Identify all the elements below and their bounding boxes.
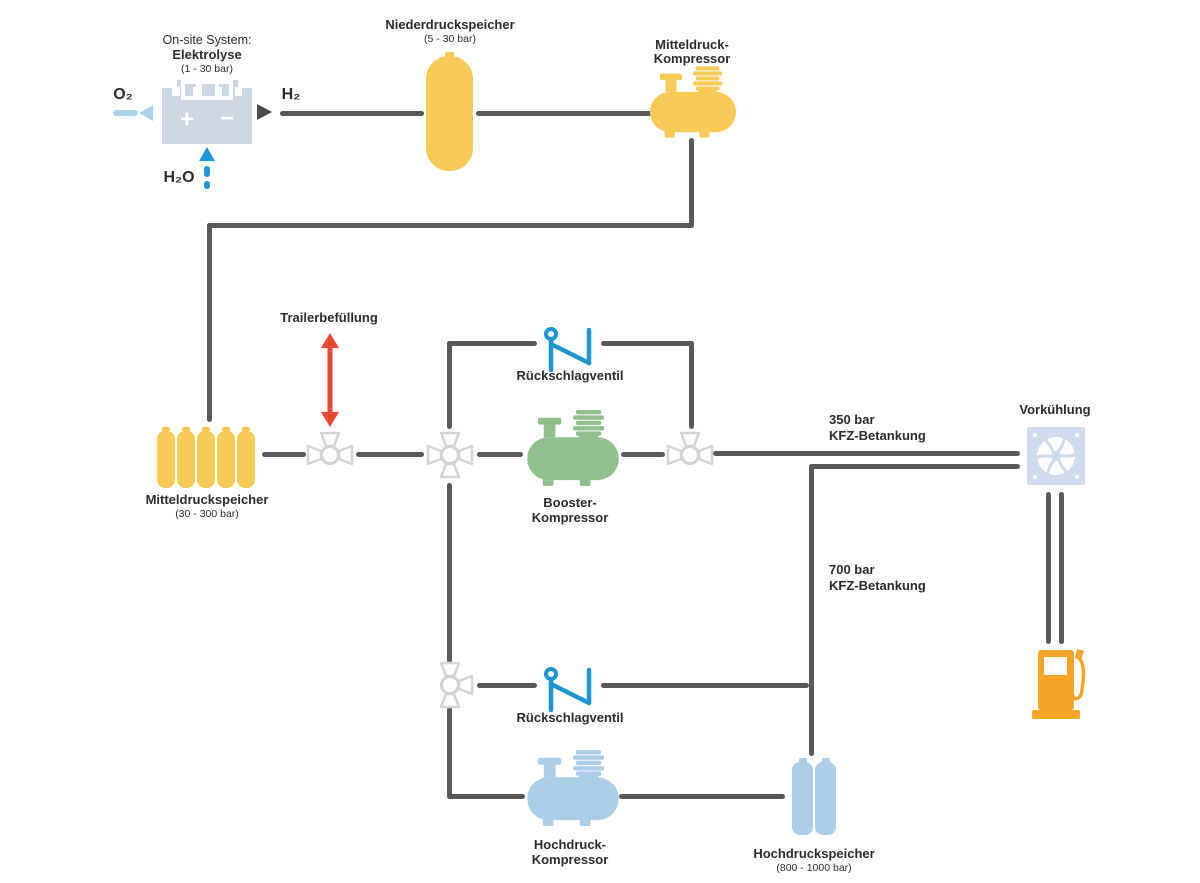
mid-pressure-cylinder-bank-icon bbox=[157, 431, 255, 488]
booster-compressor-icon bbox=[527, 410, 619, 486]
mid-pressure-compressor-icon bbox=[650, 66, 736, 138]
h2-arrow-icon bbox=[257, 104, 272, 120]
valve-icon-highpressure bbox=[439, 661, 474, 709]
valve-icon-350bar bbox=[666, 431, 714, 466]
cylinder bbox=[237, 431, 255, 488]
h2o-flow-dash-1 bbox=[204, 166, 210, 177]
pipe-storage-to-valve1 bbox=[262, 452, 306, 457]
o2-arrow-icon bbox=[139, 105, 153, 121]
high-pressure-compressor-icon bbox=[527, 750, 619, 826]
low-pressure-tank-nub bbox=[445, 52, 454, 58]
pipe-checkvalve-to-junction bbox=[601, 683, 809, 688]
check-valve-label-bottom: Rückschlagventil bbox=[516, 710, 624, 725]
cylinder bbox=[157, 431, 175, 488]
pipe-valve2-to-booster bbox=[477, 452, 523, 457]
booster-compressor-label-2: Kompressor bbox=[531, 510, 609, 525]
electrolysis-label: Elektrolyse bbox=[172, 47, 242, 62]
precooling-label: Vorkühlung bbox=[1019, 402, 1091, 417]
low-pressure-storage-label: Niederdruckspeicher bbox=[385, 17, 515, 32]
high-pressure-compressor-label-2: Kompressor bbox=[531, 852, 609, 867]
electrolyzer-cell-icon: + − bbox=[162, 80, 252, 144]
pipe-hp-compressor-to-storage bbox=[619, 794, 785, 799]
trailer-double-arrow-icon bbox=[321, 333, 339, 427]
trailer-filling-label: Trailerbefüllung bbox=[280, 310, 378, 325]
mid-pressure-compressor-label-1: Mitteldruck- bbox=[655, 37, 729, 52]
high-pressure-storage-label: Hochdruckspeicher bbox=[753, 846, 875, 861]
cylinder bbox=[815, 762, 836, 835]
pipe-tank-to-compressor bbox=[476, 111, 652, 116]
pipe-dispenser-feed-1 bbox=[1046, 492, 1051, 644]
700bar-label-2: KFZ-Betankung bbox=[829, 578, 926, 593]
electrolysis-pressure-label: (1 - 30 bar) bbox=[181, 63, 233, 75]
pipe-down-to-storage bbox=[207, 223, 212, 422]
check-valve-label-top: Rückschlagventil bbox=[516, 368, 624, 383]
onsite-system-label: On-site System: bbox=[162, 33, 252, 47]
pipe-compressor-down bbox=[689, 138, 694, 228]
pipe-bypass-right-riser bbox=[689, 341, 694, 429]
mid-pressure-compressor-label-2: Kompressor bbox=[653, 51, 731, 66]
high-pressure-compressor-label-1: Hochdruck- bbox=[533, 837, 607, 852]
check-valve-icon-bottom bbox=[544, 667, 592, 712]
low-pressure-storage-pressure-label: (5 - 30 bar) bbox=[424, 33, 476, 45]
h2o-label: H₂O bbox=[163, 169, 195, 186]
350bar-label-1: 350 bar bbox=[829, 412, 875, 427]
350bar-label-2: KFZ-Betankung bbox=[829, 428, 926, 443]
pipe-bypass-left-horizontal bbox=[447, 341, 537, 346]
700bar-label-1: 700 bar bbox=[829, 562, 875, 577]
valve-icon-trailer bbox=[306, 431, 354, 466]
h2-label: H₂ bbox=[281, 86, 301, 103]
electrolyzer-plus-sign: + bbox=[180, 106, 194, 133]
pipe-h2-to-tank bbox=[280, 111, 424, 116]
pipe-bypass-left-riser bbox=[447, 341, 452, 429]
pipe-cross-horizontal bbox=[207, 223, 694, 228]
h2o-arrow-icon bbox=[199, 147, 215, 161]
cylinder bbox=[217, 431, 235, 488]
valve-icon-cross bbox=[426, 431, 474, 479]
electrolyzer-minus-sign: − bbox=[220, 105, 234, 132]
pipe-700bar-line bbox=[809, 464, 1020, 469]
pipe-350bar-line bbox=[713, 451, 1020, 456]
pipe-valve4-down bbox=[447, 707, 452, 797]
mid-pressure-storage-pressure-label: (30 - 300 bar) bbox=[175, 508, 239, 520]
low-pressure-tank-icon bbox=[426, 56, 473, 171]
mid-pressure-storage-label: Mitteldruckspeicher bbox=[145, 492, 269, 507]
high-pressure-cylinder-bank-icon bbox=[792, 762, 836, 835]
pipe-valve2-down bbox=[447, 483, 452, 663]
check-valve-icon-top bbox=[544, 327, 592, 372]
h2o-flow-dash-2 bbox=[204, 181, 210, 189]
high-pressure-storage-pressure-label: (800 - 1000 bar) bbox=[776, 862, 852, 874]
pipe-valve4-to-checkvalve bbox=[477, 683, 537, 688]
cylinder bbox=[177, 431, 195, 488]
booster-compressor-label-1: Booster- bbox=[543, 495, 597, 510]
o2-flow-dash bbox=[113, 110, 138, 116]
o2-label: O₂ bbox=[113, 86, 133, 103]
pipe-700bar-riser bbox=[809, 464, 814, 756]
precooling-fan-icon bbox=[1027, 427, 1085, 485]
pipe-booster-to-valve3 bbox=[621, 452, 665, 457]
pipe-bypass-right-horizontal bbox=[601, 341, 694, 346]
pipe-to-hp-compressor bbox=[447, 794, 525, 799]
cylinder bbox=[197, 431, 215, 488]
cylinder bbox=[792, 762, 813, 835]
fuel-dispenser-icon bbox=[1032, 649, 1086, 719]
pipe-dispenser-feed-2 bbox=[1059, 492, 1064, 644]
pipe-valve1-to-valve2 bbox=[356, 452, 424, 457]
